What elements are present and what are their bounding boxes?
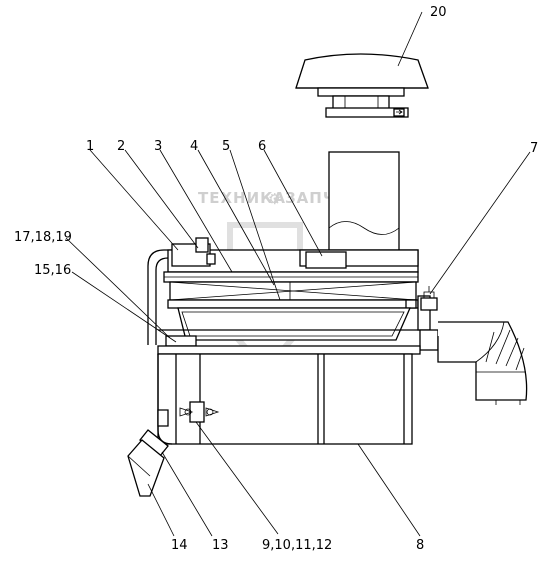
callout-1: 1	[86, 139, 94, 154]
watermark-left-word: ТЕХНИКА	[198, 189, 286, 207]
callout-4: 4	[190, 139, 198, 154]
callout-7: 7	[530, 141, 538, 156]
part-20-cap	[295, 53, 429, 118]
callout-14: 14	[171, 538, 188, 553]
callouts: 1 2 3 4 5 6 7 8 9,10,11,12 13 14 15,16 1…	[14, 5, 538, 553]
leader-lines	[65, 11, 531, 537]
outlet-elbow	[417, 286, 528, 405]
watermark-gear-icon: ⚙	[268, 190, 282, 208]
callout-3: 3	[154, 139, 162, 154]
callout-6: 6	[258, 139, 266, 154]
upper-housing	[147, 237, 420, 347]
callout-9-10-11-12: 9,10,11,12	[262, 538, 332, 553]
callout-2: 2	[117, 139, 125, 154]
lower-housing	[157, 345, 421, 445]
dust-valve	[127, 409, 169, 497]
intake-pipe	[328, 151, 400, 253]
callout-8: 8	[416, 538, 424, 553]
callout-15-16: 15,16	[34, 263, 71, 278]
callout-20: 20	[430, 5, 447, 20]
callout-13: 13	[212, 538, 229, 553]
callout-5: 5	[222, 139, 230, 154]
callout-17-18-19: 17,18,19	[14, 230, 72, 245]
